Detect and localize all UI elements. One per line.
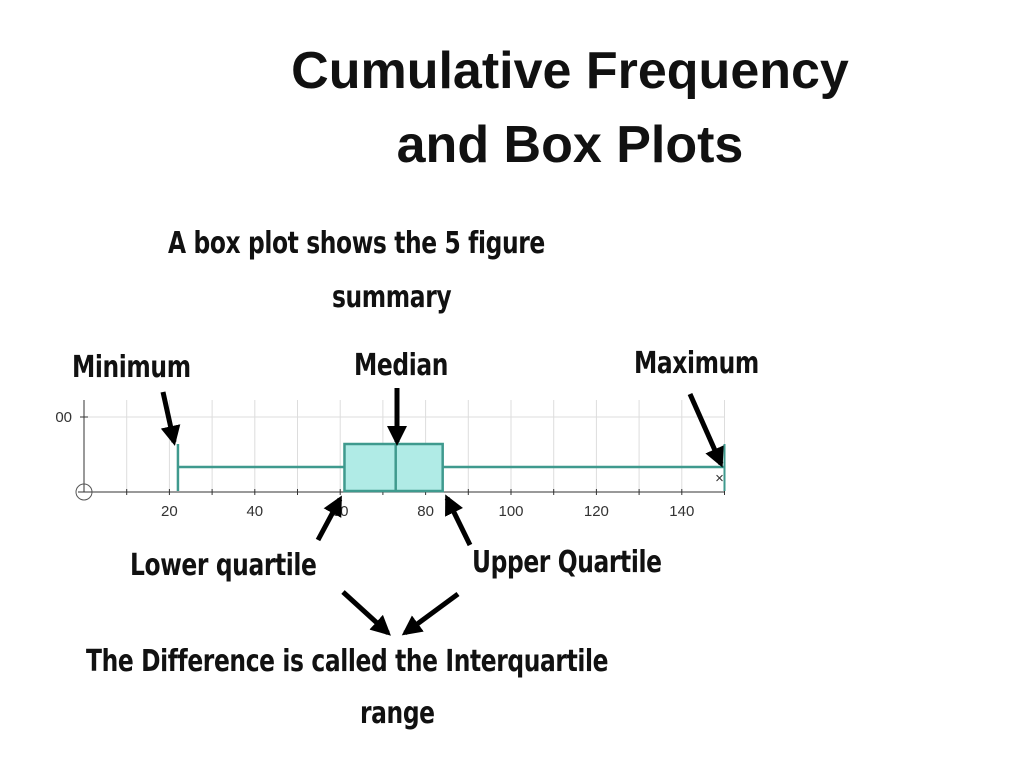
outlier-marker: × [715, 470, 724, 487]
title-line-1: Cumulative Frequency [291, 42, 849, 100]
origin-marker [75, 483, 93, 501]
label-median: Median [354, 348, 449, 383]
x-tick-label: 40 [246, 503, 263, 520]
subtitle-line-1: A box plot shows the 5 figure [168, 226, 545, 261]
arrow-upper-quartile [444, 494, 473, 547]
label-maximum: Maximum [634, 346, 759, 381]
x-tick-label: 140 [669, 503, 694, 520]
x-tick-label: 20 [161, 503, 178, 520]
iqr-box [343, 442, 444, 493]
arrow-lower-quartile [315, 495, 343, 542]
arrow-iqr-left [341, 590, 391, 636]
label-upper-quartile: Upper Quartile [472, 545, 662, 580]
label-lower-quartile: Lower quartile [130, 548, 317, 583]
x-tick-label: 120 [584, 503, 609, 520]
subtitle-line-2: summary [332, 280, 452, 315]
footer-line-2: range [360, 696, 435, 731]
arrow-iqr-right [401, 591, 460, 636]
arrow-maximum [687, 392, 724, 468]
y-tick-label: 00 [55, 409, 72, 426]
label-minimum: Minimum [72, 350, 191, 385]
footer-line-1: The Difference is called the Interquarti… [86, 644, 609, 679]
title-line-2: and Box Plots [396, 116, 744, 174]
x-tick-label: 100 [498, 503, 523, 520]
arrow-minimum [160, 391, 181, 446]
x-tick-label: 80 [417, 503, 434, 520]
